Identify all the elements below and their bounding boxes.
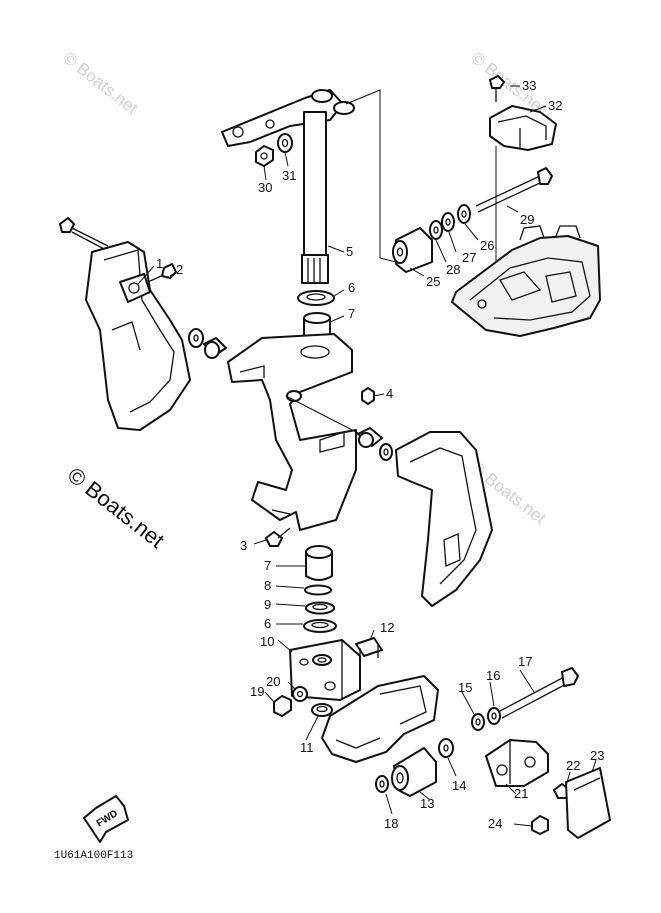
ring-11 xyxy=(311,703,333,717)
callout-22: 22 xyxy=(566,758,580,773)
callout-24: 24 xyxy=(488,816,502,831)
washer-27 xyxy=(441,212,455,232)
callout-25: 25 xyxy=(426,274,440,289)
nut-24 xyxy=(531,815,549,835)
leader-lines xyxy=(137,85,597,827)
watermark-main: © Boats.net xyxy=(63,462,169,553)
callout-12: 12 xyxy=(380,620,394,635)
tilt-tube-line xyxy=(285,395,361,435)
callout-20: 20 xyxy=(266,674,280,689)
callout-3: 3 xyxy=(240,538,247,553)
callout-18: 18 xyxy=(384,816,398,831)
callout-9: 9 xyxy=(264,597,271,612)
washer-18 xyxy=(375,775,389,793)
callout-15: 15 xyxy=(458,680,472,695)
callout-10: 10 xyxy=(260,634,274,649)
callout-19: 19 xyxy=(250,684,264,699)
callout-8: 8 xyxy=(264,578,271,593)
assembly-line xyxy=(345,89,397,263)
callout-26: 26 xyxy=(480,238,494,253)
diagram-code: 1U61A100F113 xyxy=(54,850,133,862)
steering-shaft xyxy=(301,111,329,284)
bolt-1-left xyxy=(59,217,109,251)
washer-31 xyxy=(277,133,293,153)
clamp-bracket-right xyxy=(395,431,493,607)
lower-mount-housing-10 xyxy=(289,639,361,701)
callout-14: 14 xyxy=(452,778,466,793)
lower-mount-bracket-21 xyxy=(485,739,549,787)
washer-9 xyxy=(305,601,335,615)
callout-32: 32 xyxy=(548,98,562,113)
washer-28 xyxy=(429,220,443,240)
callout-11: 11 xyxy=(300,740,314,755)
washer-20 xyxy=(292,686,308,702)
callouts: 1 2 3 4 5 6 7 7 8 9 6 10 11 12 13 14 15 … xyxy=(156,78,604,831)
pivot-washer-right xyxy=(379,443,393,461)
nut-19 xyxy=(273,695,292,717)
mount-rubber-13 xyxy=(391,747,437,797)
mount-rubber-25 xyxy=(392,227,433,273)
pivot-washer-left xyxy=(188,328,204,348)
callout-6-top: 6 xyxy=(348,280,355,295)
cover-23 xyxy=(565,767,611,839)
washer-6-top xyxy=(297,290,335,306)
fwd-arrow-icon: FWD xyxy=(83,795,129,843)
callout-5: 5 xyxy=(346,244,353,259)
callout-2: 2 xyxy=(176,262,183,277)
callout-7-top: 7 xyxy=(348,306,355,321)
washer-14 xyxy=(438,738,454,758)
callout-23: 23 xyxy=(590,748,604,763)
upper-mount-bracket-32 xyxy=(489,105,557,290)
callout-33: 33 xyxy=(522,78,536,93)
callout-30: 30 xyxy=(258,180,272,195)
callout-29: 29 xyxy=(520,212,534,227)
callout-16: 16 xyxy=(486,668,500,683)
clamp-bracket-left xyxy=(85,241,191,431)
callout-1: 1 xyxy=(156,256,163,271)
o-ring-8 xyxy=(304,584,332,596)
nut-30 xyxy=(255,145,274,167)
grease-nipple-4 xyxy=(361,387,375,405)
engine-base-plate xyxy=(451,225,601,337)
washer-16 xyxy=(487,707,501,725)
callout-7-bottom: 7 xyxy=(264,558,271,573)
watermark-top-left: © Boats.net xyxy=(60,48,142,118)
callout-27: 27 xyxy=(462,250,476,265)
washer-26 xyxy=(457,204,471,224)
callout-17: 17 xyxy=(518,654,532,669)
callout-31: 31 xyxy=(282,168,296,183)
callout-13: 13 xyxy=(420,796,434,811)
callout-21: 21 xyxy=(514,786,528,801)
pivot-bushing-left xyxy=(203,337,227,359)
swivel-bracket xyxy=(227,333,357,531)
bushing-7-bottom xyxy=(305,545,333,581)
callout-6-bottom: 6 xyxy=(264,616,271,631)
pivot-bushing-right xyxy=(357,427,383,448)
bolt-29 xyxy=(475,167,553,213)
screw-3 xyxy=(265,527,291,547)
bolt-17 xyxy=(497,667,579,719)
bolt-33 xyxy=(489,75,505,102)
callout-4: 4 xyxy=(386,386,393,401)
lower-mount-plate xyxy=(321,675,439,763)
clip-12 xyxy=(355,637,383,662)
steering-arm xyxy=(221,89,355,147)
washer-15 xyxy=(471,713,485,731)
callout-28: 28 xyxy=(446,262,460,277)
washer-6-bottom xyxy=(303,619,337,633)
